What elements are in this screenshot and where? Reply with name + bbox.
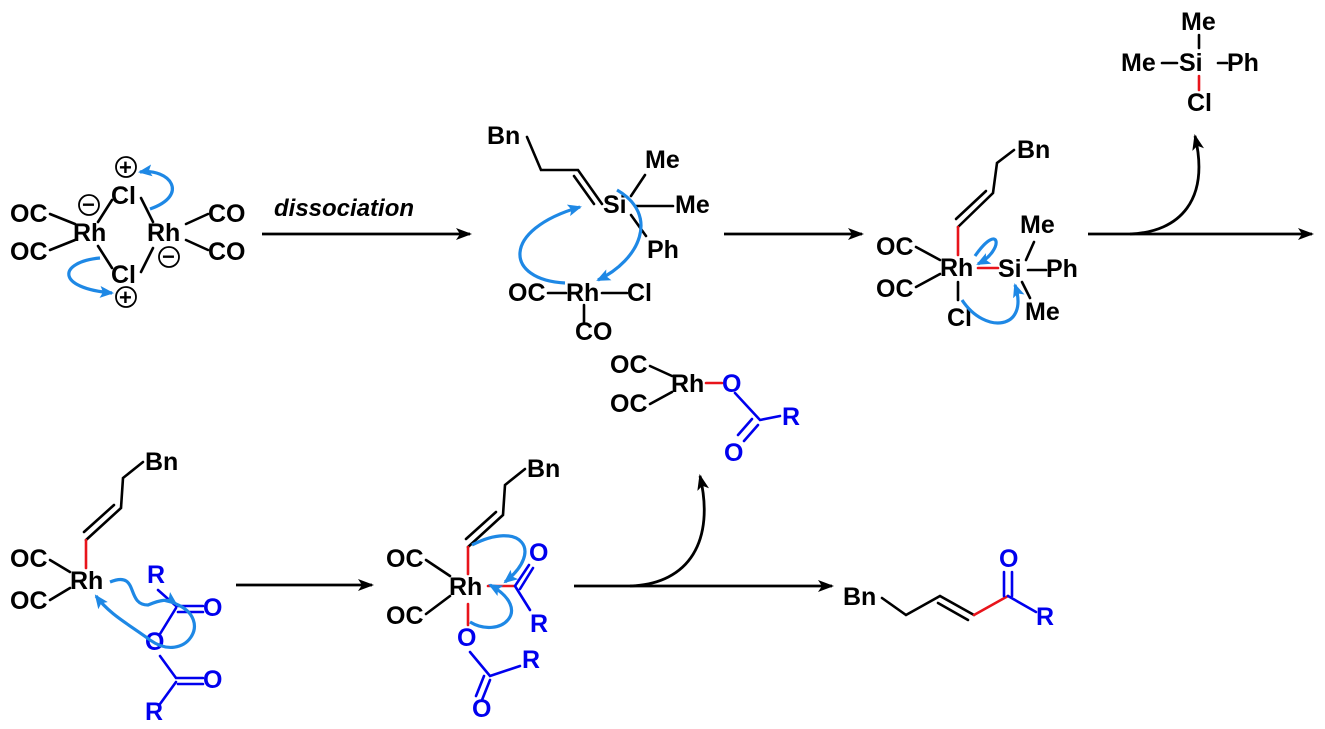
electron-pushing-arrow-icon <box>109 578 178 607</box>
vinylsilane-rh-complex: Bn Si Me Me Ph OC Rh Cl CO <box>487 122 710 346</box>
reaction-arrow-icon <box>1129 134 1205 236</box>
reaction-arrow-3 <box>1088 134 1314 240</box>
r-group-label: R <box>530 610 548 638</box>
r-group-label: R <box>522 646 540 674</box>
enone-product: Bn O R <box>843 545 1054 631</box>
chlorosilane: Me Me Si Ph Cl <box>1121 8 1259 117</box>
r-group-label: R <box>147 561 165 589</box>
charge-minus-icon: − <box>158 244 180 269</box>
svg-text:+: + <box>119 155 132 180</box>
me-label: Me <box>1181 8 1216 36</box>
si-label: Si <box>603 191 627 219</box>
oc-label: OC <box>610 390 648 418</box>
oxygen-label: O <box>999 545 1018 573</box>
rh-silyl-complex: Bn OC OC Rh Cl Si Me Ph Me <box>876 136 1078 332</box>
dimer-rh-left: Rh <box>73 219 106 247</box>
bn-label: Bn <box>843 583 876 611</box>
oxygen-label: O <box>529 539 548 567</box>
electron-pushing-arrow-icon <box>67 256 114 298</box>
oc-label: OC <box>876 275 914 303</box>
cl-label: Cl <box>1187 89 1212 117</box>
si-label: Si <box>998 255 1022 283</box>
rh-label: Rh <box>940 254 973 282</box>
r-group-label: R <box>782 403 800 431</box>
svg-text:−: − <box>162 244 175 269</box>
oxygen-label: O <box>722 370 741 398</box>
me-label: Me <box>675 191 710 219</box>
co-label: CO <box>575 318 613 346</box>
dimer-co-1: CO <box>208 200 246 228</box>
rh-label: Rh <box>70 567 103 595</box>
rh-label: Rh <box>566 279 599 307</box>
reaction-arrow-icon <box>629 474 710 588</box>
rh-acyl-carboxylate: Bn OC OC Rh O R O R O <box>386 455 560 723</box>
cl-label: Cl <box>627 279 652 307</box>
electron-pushing-arrow-icon <box>960 283 1025 325</box>
rh-carboxylate: OC OC Rh O R O <box>610 351 800 467</box>
dimer-oc-1: OC <box>10 200 48 228</box>
reaction-arrow-1: dissociation <box>262 195 472 240</box>
rh-label: Rh <box>671 370 704 398</box>
svg-text:+: + <box>119 285 132 310</box>
me-label: Me <box>1121 49 1156 77</box>
dimer-oc-2: OC <box>10 238 48 266</box>
electron-pushing-arrow-icon <box>973 237 998 266</box>
rh-vinyl-anhydride: Bn OC OC Rh R O O O R <box>10 448 222 726</box>
charge-plus-icon: + <box>115 285 137 310</box>
oc-label: OC <box>610 351 648 379</box>
electron-pushing-arrow-icon <box>138 164 174 211</box>
electron-pushing-arrow-icon <box>518 204 582 285</box>
oxygen-label: O <box>457 624 476 652</box>
oxygen-label: O <box>203 594 222 622</box>
r-group-label: R <box>145 698 163 726</box>
electron-pushing-arrow-icon <box>471 534 527 584</box>
oc-label: OC <box>386 602 424 630</box>
oc-label: OC <box>10 587 48 615</box>
ph-label: Ph <box>1227 49 1259 77</box>
arrow-label-dissociation: dissociation <box>274 195 414 222</box>
oc-label: OC <box>508 279 546 307</box>
bn-label: Bn <box>1017 136 1050 164</box>
me-label: Me <box>1025 298 1060 326</box>
dimer-rh-right: Rh <box>147 219 180 247</box>
electron-pushing-arrow-icon <box>469 583 514 629</box>
rh-label: Rh <box>449 573 482 601</box>
bn-label: Bn <box>145 448 178 476</box>
reaction-arrow-5 <box>574 474 834 592</box>
me-label: Me <box>645 146 680 174</box>
dimer-cl-bottom: Cl <box>111 261 136 289</box>
me-label: Me <box>1020 211 1055 239</box>
r-group-label: R <box>1036 603 1054 631</box>
bn-label: Bn <box>487 122 520 150</box>
electron-pushing-arrow-icon <box>596 188 643 282</box>
charge-plus-icon: + <box>115 155 137 180</box>
oxygen-label: O <box>203 666 222 694</box>
rhodium-dimer: OC OC Rh Cl Cl Rh CO CO + + − − <box>10 155 246 310</box>
oc-label: OC <box>10 545 48 573</box>
ph-label: Ph <box>647 236 679 264</box>
dimer-cl-top: Cl <box>111 182 136 210</box>
oc-label: OC <box>386 545 424 573</box>
bn-label: Bn <box>527 455 560 483</box>
si-label: Si <box>1179 49 1203 77</box>
oc-label: OC <box>876 233 914 261</box>
oxygen-label: O <box>472 695 491 723</box>
charge-minus-icon: − <box>78 192 100 217</box>
ph-label: Ph <box>1046 255 1078 283</box>
svg-text:−: − <box>82 192 95 217</box>
dimer-co-2: CO <box>208 238 246 266</box>
oxygen-label: O <box>724 439 743 467</box>
electron-pushing-arrow-icon <box>94 594 196 649</box>
